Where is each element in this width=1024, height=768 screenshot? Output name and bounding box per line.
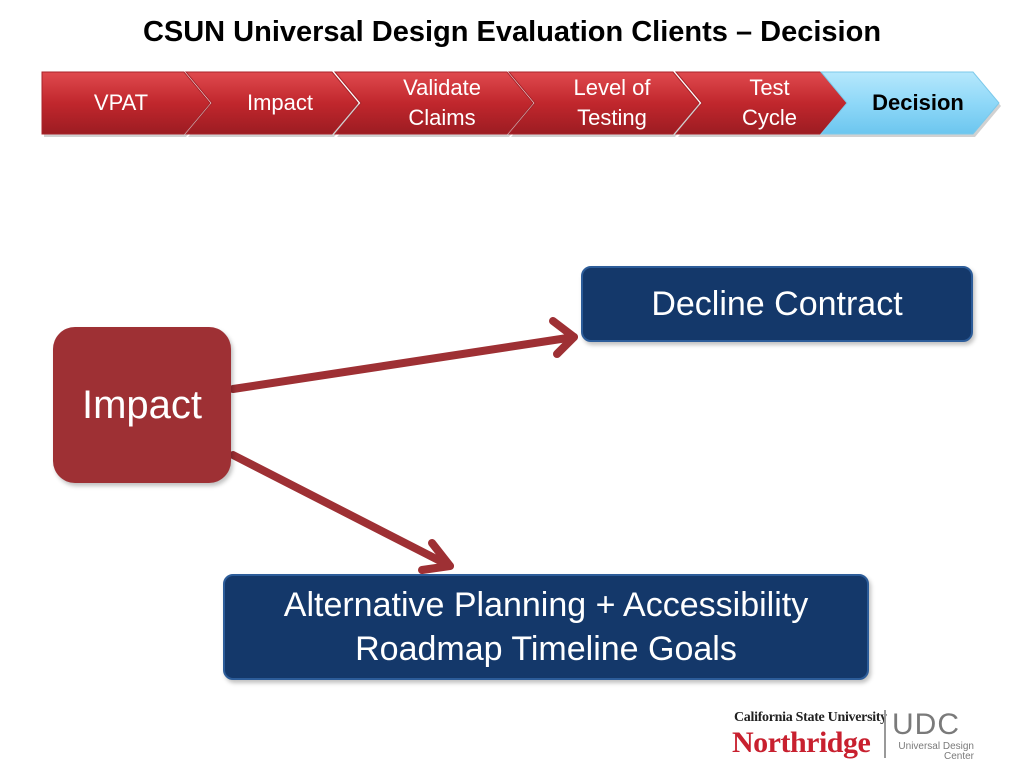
process-step-chevron: [184, 71, 359, 135]
slide-title: CSUN Universal Design Evaluation Clients…: [142, 16, 882, 48]
csun-udc-logo: California State University Northridge U…: [730, 708, 980, 762]
logo-udc-name: Universal Design Center: [898, 741, 974, 762]
process-step-label: Validate Claims: [403, 75, 481, 130]
arrow-head-decline: [549, 317, 578, 358]
process-step-label: Decision: [872, 90, 964, 115]
process-step-label: Impact: [246, 90, 314, 115]
arrow-head-alternative: [418, 539, 454, 574]
logo-udc: UDC: [892, 708, 960, 741]
process-step-chevron: [507, 71, 700, 135]
process-step-label: Test Cycle: [741, 75, 797, 130]
alternative-planning-node: Alternative Planning + Accessibility Roa…: [223, 574, 869, 680]
process-step-chevron: [819, 71, 1000, 135]
decline-contract-node: Decline Contract: [581, 266, 973, 342]
logo-divider: [884, 710, 886, 758]
process-step-chevron: [333, 71, 534, 135]
logo-university-top: California State University: [734, 710, 887, 725]
arrow-impact-to-alternative: [229, 451, 454, 570]
process-step-label: VPAT: [93, 90, 149, 115]
arrow-impact-to-decline: [229, 333, 578, 393]
alternative-planning-label: Alternative Planning + Accessibility Roa…: [283, 586, 809, 668]
process-bar: [41, 71, 1001, 137]
process-step-label: Level of Testing: [573, 75, 651, 130]
logo-university-main: Northridge: [732, 726, 871, 759]
impact-node: Impact: [53, 327, 231, 483]
process-step-chevron: [41, 71, 211, 135]
